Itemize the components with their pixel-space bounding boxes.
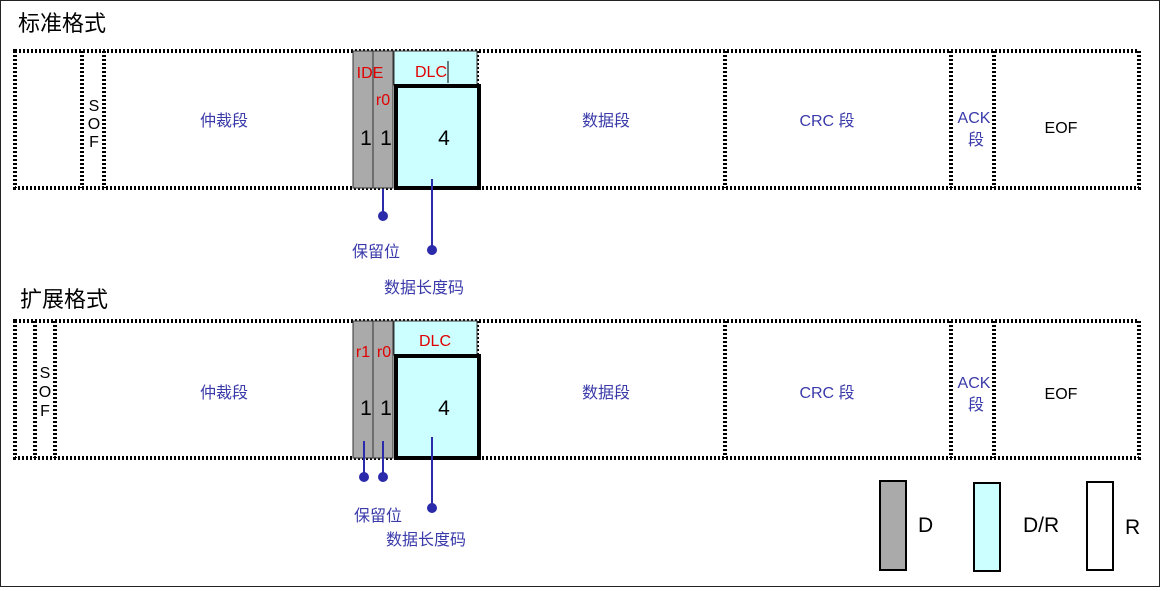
extended-eof-label: EOF: [1045, 386, 1078, 403]
extended-r0-label: r0: [377, 344, 391, 361]
standard-crc-label: CRC 段: [799, 112, 854, 130]
standard-ide-label: IDE: [357, 65, 384, 82]
extended-reserved-note: 保留位: [354, 507, 402, 525]
extended-dlc-field: [394, 354, 481, 460]
standard-frame-outline: [13, 49, 1141, 190]
extended-dlc-note: 数据长度码: [386, 531, 466, 549]
extended-format-title: 扩展格式: [20, 287, 108, 312]
dlc-marker: [427, 503, 437, 513]
svg-text:1: 1: [360, 127, 372, 150]
standard-ack-label: ACK: [958, 110, 991, 127]
extended-arbitration-label: 仲裁段: [200, 384, 248, 402]
extended-ack-label: ACK: [958, 375, 991, 392]
standard-format-title: 标准格式: [18, 11, 106, 36]
standard-r0-label: r0: [376, 92, 390, 109]
legend-label-d: D: [918, 514, 933, 537]
svg-text:段: 段: [968, 396, 984, 414]
extended-r1-label: r1: [356, 344, 370, 361]
legend: D D/R R: [879, 480, 1140, 572]
svg-text:4: 4: [438, 127, 450, 150]
svg-text:4: 4: [438, 397, 450, 420]
svg-text:1: 1: [360, 397, 372, 420]
svg-text:O: O: [88, 116, 100, 133]
extended-dlc-label: DLC: [419, 333, 451, 350]
legend-swatch-r: [1086, 481, 1114, 571]
standard-dlc-field: [394, 84, 481, 190]
legend-swatch-d: [879, 480, 907, 571]
standard-reserved-note: 保留位: [352, 243, 400, 261]
extended-frame-outline: [13, 319, 1141, 460]
reserved-bit-marker: [378, 211, 388, 221]
standard-eof-label: EOF: [1045, 120, 1078, 137]
svg-text:O: O: [39, 384, 51, 401]
standard-dlc-note: 数据长度码: [384, 279, 464, 297]
svg-text:F: F: [40, 403, 50, 420]
svg-text:F: F: [89, 134, 99, 151]
standard-dlc-header: [393, 50, 478, 86]
standard-data-label: 数据段: [582, 112, 630, 130]
reserved-bit-marker: [378, 472, 388, 482]
svg-text:S: S: [89, 98, 100, 115]
legend-label-r: R: [1125, 516, 1140, 539]
extended-data-label: 数据段: [582, 384, 630, 402]
standard-sof-field: S O F: [88, 98, 100, 151]
svg-text:段: 段: [968, 131, 984, 149]
extended-crc-label: CRC 段: [799, 384, 854, 402]
extended-dlc-header: [393, 320, 478, 356]
legend-swatch-dr: [973, 482, 1001, 572]
extended-sof-field: S O F: [39, 365, 51, 420]
standard-arbitration-label: 仲裁段: [200, 112, 248, 130]
reserved-bit-marker: [359, 472, 369, 482]
svg-text:1: 1: [380, 127, 392, 150]
extended-r0-bit: [372, 320, 394, 459]
svg-text:1: 1: [380, 397, 392, 420]
legend-label-dr: D/R: [1023, 514, 1059, 537]
extended-r1-bit: [352, 320, 374, 459]
standard-r0-bit: [372, 50, 394, 189]
standard-dlc-label: DLC: [415, 64, 447, 81]
svg-text:S: S: [40, 365, 51, 382]
dlc-marker: [427, 245, 437, 255]
